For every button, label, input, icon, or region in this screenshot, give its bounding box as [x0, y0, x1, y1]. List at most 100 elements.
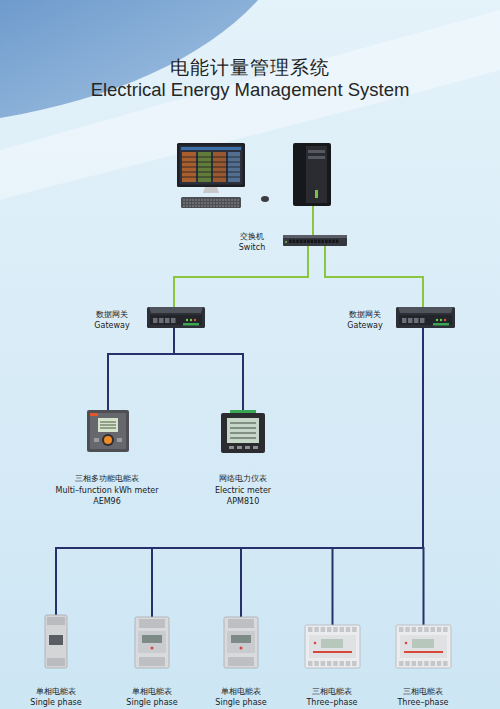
status-led: [186, 319, 188, 321]
gateway-top: [398, 307, 453, 313]
status-led: [444, 319, 446, 321]
meter-terminal: [437, 661, 442, 666]
meter-terminal: [352, 627, 357, 632]
switch-port: [318, 240, 321, 244]
gateway-port: [165, 318, 170, 323]
switch-port: [311, 240, 314, 244]
meter-terminal: [412, 661, 417, 666]
gateway-body: [396, 307, 455, 328]
gateway-port: [153, 318, 158, 323]
status-led: [190, 319, 192, 321]
meter-terminal: [443, 627, 448, 632]
connector-line: [174, 328, 243, 410]
device-label-group: 单相电能表Single phase: [11, 686, 101, 709]
switch-port: [300, 240, 303, 244]
screen-rows: [182, 157, 240, 177]
monitor-frame: [177, 143, 245, 187]
drive-bay: [308, 156, 325, 159]
meter-knob: [104, 436, 112, 444]
device-illustration: [283, 235, 347, 246]
device-label-group: 数据网关Gateway: [335, 309, 395, 332]
device-illustration: [396, 625, 451, 668]
device-label-group: 单相电能表Single phase: [196, 686, 286, 709]
gateway-port: [414, 318, 419, 323]
meter-terminal: [418, 627, 423, 632]
device-illustration: [147, 307, 205, 328]
device-label-group: 三相多功能电能表Multi–function kWh meterAEM96: [32, 473, 182, 508]
device-label: Gateway: [335, 320, 395, 332]
meter-accent: [404, 651, 443, 653]
meter-display: [49, 635, 63, 645]
data-gateway: 数据网关Gateway: [396, 307, 455, 328]
gateway-body: [147, 307, 205, 328]
meter-body: [45, 615, 67, 668]
switch-body: [283, 235, 347, 246]
meter-led: [314, 642, 317, 645]
connector-line: [325, 246, 423, 307]
gateway-top: [149, 307, 203, 313]
device-illustration: [221, 410, 265, 453]
meter-terminal: [431, 661, 436, 666]
device-label-group: 单相电能表Single phase: [107, 686, 197, 709]
meter-terminal: [228, 619, 254, 628]
switch-port: [303, 240, 306, 244]
device-illustration: [45, 615, 67, 668]
meter-button: [237, 446, 242, 449]
device-label: 三相多功能电能表: [32, 473, 182, 485]
meter-terminal: [340, 627, 345, 632]
meter-terminal: [139, 619, 165, 628]
device-label: 单相电能表: [107, 686, 197, 698]
mouse: [261, 196, 269, 202]
lcd-digits: [100, 422, 116, 428]
meter-terminal: [327, 661, 332, 666]
meter-terminal: [424, 661, 429, 666]
meter-button: [229, 446, 234, 449]
network-power-meter: 网络电力仪表Electric meterAPM810: [221, 410, 265, 453]
meter-terminal: [418, 661, 423, 666]
device-label-group: 三相电能表Three–phase: [378, 686, 468, 709]
drive-bay: [308, 150, 325, 153]
meter-terminal: [340, 661, 345, 666]
meter-led: [405, 642, 408, 645]
meter-display: [321, 639, 343, 648]
status-led: [285, 241, 287, 243]
meter-terminal: [314, 627, 319, 632]
connector-line: [56, 328, 423, 615]
meter-front: [309, 635, 356, 658]
connector-line: [108, 328, 174, 410]
device-label: 单相电能表: [196, 686, 286, 698]
device-label-group: 交换机Switch: [227, 231, 277, 254]
device-label-group: 网络电力仪表Electric meterAPM810: [168, 473, 318, 508]
meter-display: [142, 635, 162, 643]
connector-line: [333, 328, 424, 625]
meter-terminal: [405, 627, 410, 632]
meter-knob-ring: [102, 434, 114, 446]
device-label-group: 数据网关Gateway: [82, 309, 142, 332]
meter-terminal: [314, 661, 319, 666]
meter-body: [396, 625, 451, 668]
status-led: [436, 319, 438, 321]
switch-port: [296, 240, 299, 244]
meter-body: [87, 410, 129, 452]
screen-readings: [230, 423, 256, 438]
single-phase-meter: 单相电能表Single phase: [45, 615, 67, 668]
keyboard-keys: [183, 200, 239, 206]
gateway-port: [171, 318, 176, 323]
meter-face: [90, 413, 126, 449]
meter-terminal: [412, 627, 417, 632]
meter-terminal: [228, 657, 254, 666]
meter-terminal: [424, 627, 429, 632]
switch-port: [321, 240, 324, 244]
gateway-front: [399, 315, 452, 325]
tower-front: [306, 146, 327, 203]
device-illustration: [224, 617, 258, 668]
switch-port: [332, 240, 335, 244]
meter-front: [400, 635, 447, 658]
meter-terminal: [346, 661, 351, 666]
device-illustration: [135, 617, 169, 668]
meter-terminal: [321, 627, 326, 632]
keyboard-body: [181, 197, 241, 208]
meter-terminal: [139, 657, 165, 666]
